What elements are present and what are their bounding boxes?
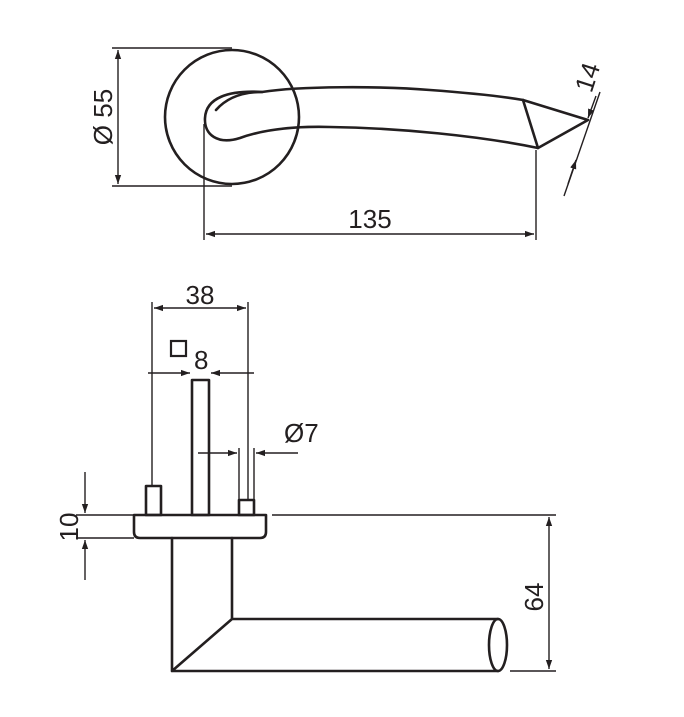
top-view: Ø 55 135 14 [88,47,606,240]
lever-top-facet [521,98,540,150]
rose-plate [132,513,268,540]
lever-top-outline [203,85,590,150]
tip-thickness-label: 14 [569,59,606,96]
rose-height-label: 10 [54,513,84,542]
screw-diameter-label: Ø7 [284,418,319,448]
lever-top-inner-curve [214,90,264,112]
tip-thickness-arrow-bottom [567,159,577,185]
lever-end-cap [487,617,509,673]
lever-length-label: 135 [348,204,391,234]
rose-diameter-label: Ø 55 [88,89,118,145]
rose-outer-circle [163,48,301,186]
spindle-square-label: 8 [194,345,208,375]
tip-thickness-arrow-top [587,95,597,119]
screw-left [144,484,163,517]
square-icon [169,339,188,358]
spindle [190,378,211,517]
span-38-label: 38 [186,280,215,310]
side-view: 38 8 Ø7 10 64 [54,280,556,673]
screw-right [237,498,256,517]
projection-label: 64 [519,583,549,612]
lever-side-outline [170,536,500,673]
